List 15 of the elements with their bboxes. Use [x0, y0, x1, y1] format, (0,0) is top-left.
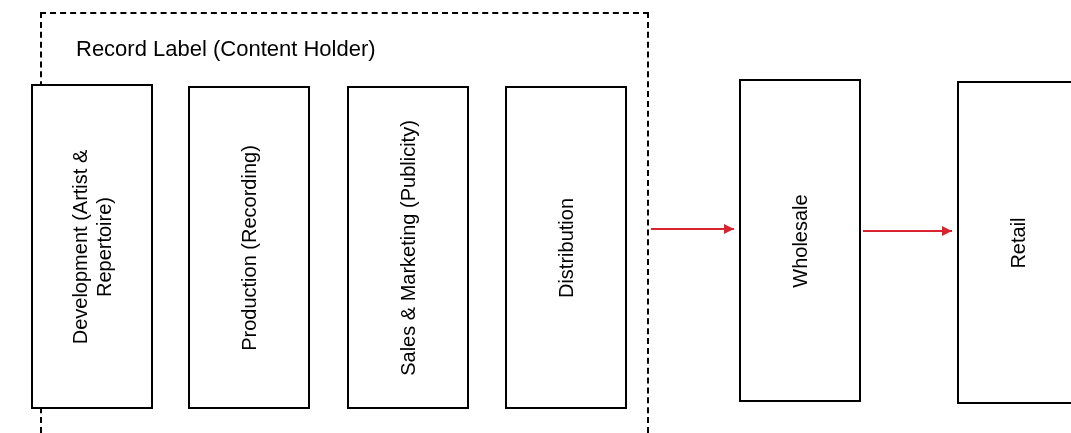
arrow [650, 224, 735, 234]
box-label: Production (Recording) [237, 143, 261, 353]
box-label: Sales & Marketing (Publicity) [396, 118, 420, 378]
process-box [957, 81, 1071, 404]
process-box [505, 86, 627, 409]
arrow [862, 226, 953, 236]
group-heading: Record Label (Content Holder) [76, 36, 376, 62]
process-box [347, 86, 469, 409]
box-label: Distribution [554, 196, 578, 300]
process-box [31, 84, 153, 409]
box-label: Wholesale [788, 192, 812, 290]
process-box [188, 86, 310, 409]
box-label: Retail [1006, 215, 1030, 271]
process-box [739, 79, 861, 402]
box-label: Development (Artist & Repertoire) [68, 148, 116, 346]
